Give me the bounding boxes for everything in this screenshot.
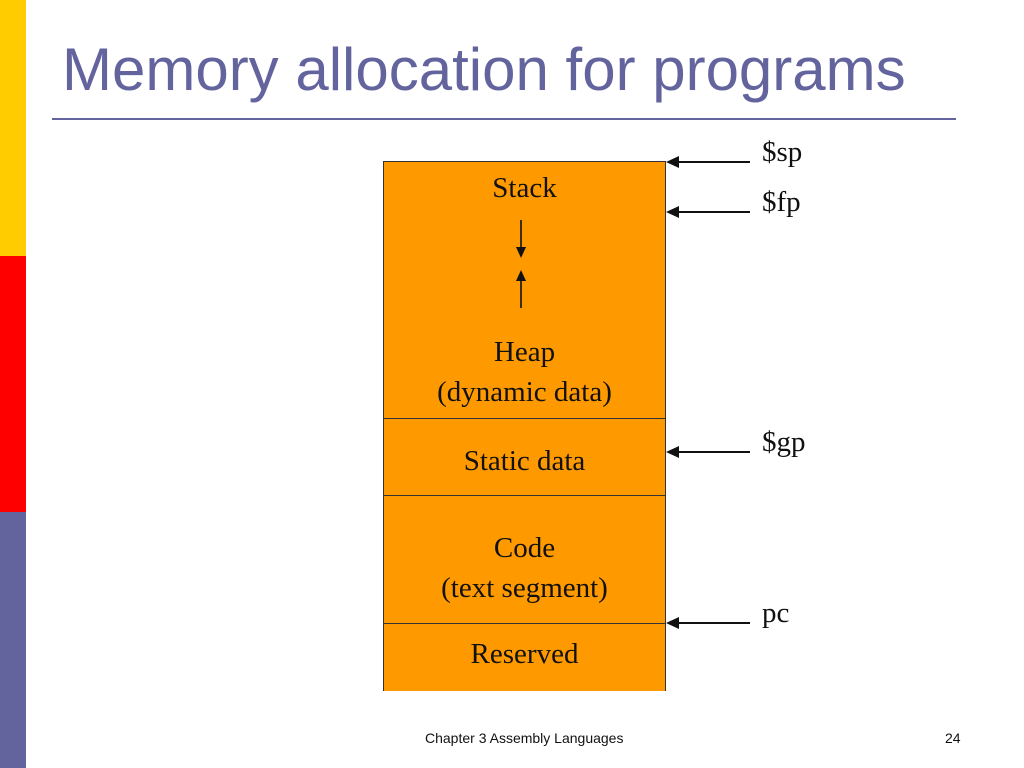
- memory-layout-diagram: Stack Heap (dynamic data) Static data Co…: [383, 161, 666, 691]
- page-number: 24: [945, 730, 961, 746]
- pointer-fp: $fp: [664, 186, 824, 232]
- segment-code: Code (text segment): [384, 495, 665, 623]
- pointer-arrow-icon: [666, 156, 750, 168]
- pointer-label-sp: $sp: [762, 136, 803, 168]
- pointer-label-pc: pc: [762, 597, 790, 629]
- segment-reserved-label: Reserved: [470, 638, 579, 670]
- segment-static-label: Static data: [463, 445, 586, 477]
- pointer-arrow-icon: [666, 446, 750, 458]
- accent-bar-red: [0, 256, 26, 512]
- stack-growth-down-arrow-icon: [516, 220, 526, 258]
- title-divider: [52, 118, 956, 120]
- slide-title: Memory allocation for programs: [62, 36, 906, 103]
- pointer-arrow-icon: [666, 617, 750, 629]
- segment-reserved: Reserved: [384, 623, 665, 691]
- pointer-sp: $sp: [664, 136, 824, 182]
- accent-bar-yellow: [0, 0, 26, 256]
- segment-stack-heap: Stack Heap (dynamic data): [384, 162, 665, 418]
- segment-code-label: Code: [493, 532, 556, 564]
- segment-heap-label: Heap: [493, 336, 556, 368]
- pointer-pc: pc: [664, 597, 824, 643]
- segment-heap-sublabel: (dynamic data): [437, 376, 612, 408]
- pointer-label-fp: $fp: [762, 186, 801, 218]
- footer-text: Chapter 3 Assembly Languages: [425, 730, 624, 746]
- pointer-gp: $gp: [664, 426, 824, 472]
- segment-stack-label: Stack: [492, 172, 557, 204]
- heap-growth-up-arrow-icon: [516, 270, 526, 308]
- pointer-label-gp: $gp: [762, 426, 806, 458]
- segment-static-data: Static data: [384, 418, 665, 495]
- pointer-arrow-icon: [666, 206, 750, 218]
- segment-code-sublabel: (text segment): [441, 572, 608, 604]
- accent-bar-blue: [0, 512, 26, 768]
